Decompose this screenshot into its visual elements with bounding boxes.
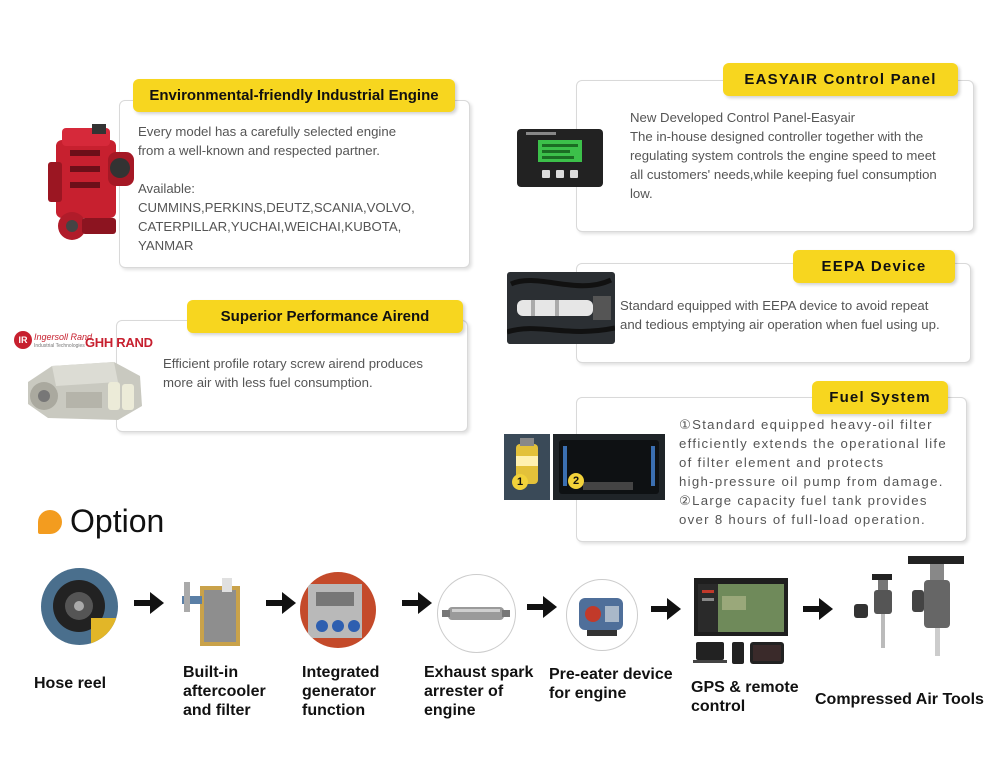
engine-title: Environmental-friendly Industrial Engine (133, 79, 455, 112)
aftercooler-image (182, 578, 240, 646)
fuel-tank-image (553, 434, 665, 500)
fuel-title: Fuel System (812, 381, 948, 414)
spark-arrester-image (437, 574, 516, 653)
option-bullet-icon (38, 510, 62, 534)
option-hose-reel: Hose reel (34, 675, 107, 692)
fuel-badge-1: 1 (512, 474, 528, 490)
gps-remote-image (693, 578, 788, 664)
arrow-right-icon (803, 598, 833, 620)
pre-heater-image (566, 579, 638, 651)
ir-logo-subtext: Industrial Technologies (34, 343, 85, 349)
engine-box (119, 100, 470, 268)
option-heading: Option (70, 503, 165, 539)
ghh-rand-logo: GHH RAND (85, 335, 153, 350)
airend-box (116, 320, 468, 432)
fuel-badge-2: 2 (568, 473, 584, 489)
option-gps-remote: GPS & remote control (691, 679, 799, 715)
control-panel-image (517, 129, 603, 187)
option-generator: Integrated generator function (302, 664, 380, 719)
ingersoll-rand-logo: IR Ingersoll Rand Industrial Technologie… (14, 331, 92, 353)
control-title: EASYAIR Control Panel (723, 63, 958, 96)
engine-image (48, 124, 134, 240)
ir-mark-icon: IR (14, 331, 32, 349)
arrow-right-icon (402, 592, 432, 614)
eepa-text: Standard equipped with EEPA device to av… (620, 298, 940, 332)
engine-text: Every model has a carefully selected eng… (138, 124, 415, 253)
air-tools-image (854, 556, 964, 656)
airend-title: Superior Performance Airend (187, 300, 463, 333)
generator-image (300, 572, 376, 648)
arrow-right-icon (266, 592, 296, 614)
option-aftercooler: Built-in aftercooler and filter (183, 664, 266, 719)
airend-text: Efficient profile rotary screw airend pr… (163, 356, 423, 390)
option-air-tools: Compressed Air Tools (815, 691, 984, 708)
arrow-right-icon (651, 598, 681, 620)
airend-image (28, 362, 142, 420)
fuel-filter-image (504, 434, 550, 500)
control-text: New Developed Control Panel-Easyair The … (630, 110, 937, 201)
ir-logo-text: Ingersoll Rand (34, 332, 93, 342)
arrow-right-icon (527, 596, 557, 618)
fuel-text: ①Standard equipped heavy-oil filter effi… (679, 417, 948, 527)
option-pre-heater: Pre-eater device for engine (549, 666, 673, 702)
eepa-title: EEPA Device (793, 250, 955, 283)
arrow-right-icon (134, 592, 164, 614)
option-spark-arrester: Exhaust spark arrester of engine (424, 664, 534, 719)
hose-reel-image (41, 568, 118, 645)
eepa-image (507, 272, 615, 344)
